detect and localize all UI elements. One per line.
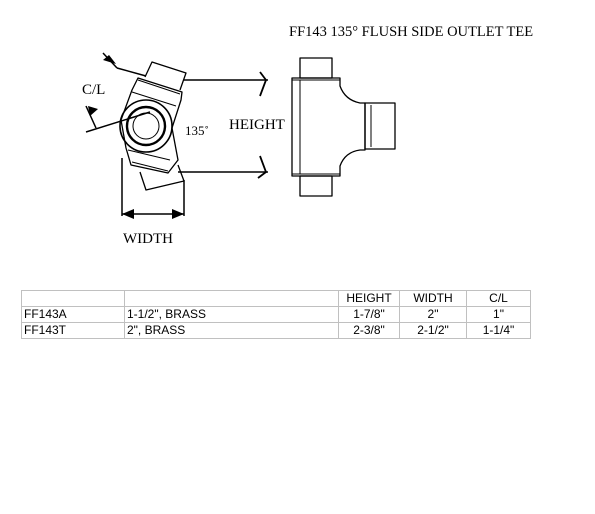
side-view <box>291 57 396 197</box>
cl-extension-lower <box>85 105 97 129</box>
outlet-bore <box>132 112 160 140</box>
side-body <box>291 77 366 177</box>
cl-arrowhead-upper <box>103 55 116 64</box>
table-cell-height: 2-3/8" <box>338 322 400 339</box>
cl-leader-line <box>85 111 151 133</box>
body-outline <box>120 77 183 174</box>
table-cell-part-number: FF143T <box>21 322 125 339</box>
table-cell-part-number: FF143A <box>21 306 125 323</box>
table-cell-height: 1-7/8" <box>338 306 400 323</box>
table-cell-description: 2", BRASS <box>124 322 339 339</box>
width-arrowheads <box>122 209 184 219</box>
centerline-dimension <box>85 52 151 133</box>
top-stub <box>144 61 187 91</box>
side-outlet <box>364 102 396 150</box>
table-header-width: WIDTH <box>399 290 467 307</box>
table-row: FF143T 2", BRASS 2-3/8" 2-1/2" 1-1/4" <box>21 322 531 339</box>
cl-arrowheads <box>88 55 116 116</box>
side-top-stub <box>299 57 333 79</box>
end-view <box>119 61 187 191</box>
table-cell-width: 2" <box>399 306 467 323</box>
width-label: WIDTH <box>123 231 173 247</box>
table-row: FF143A 1-1/2", BRASS 1-7/8" 2" 1" <box>21 306 531 323</box>
angle-label: 135˚ <box>185 123 209 138</box>
width-dimension <box>121 158 185 216</box>
table-header-cl: C/L <box>466 290 531 307</box>
cl-arrowhead-lower <box>88 106 98 116</box>
table-header-cell <box>124 290 339 307</box>
spec-table: HEIGHT WIDTH C/L FF143A 1-1/2", BRASS 1-… <box>21 290 531 339</box>
table-cell-description: 1-1/2", BRASS <box>124 306 339 323</box>
width-arrowhead-left <box>122 209 134 219</box>
table-cell-cl: 1" <box>466 306 531 323</box>
outlet-inner-ring <box>125 105 167 147</box>
body-shade <box>127 79 181 172</box>
height-label: HEIGHT <box>229 117 285 133</box>
height-tick-bottom <box>257 155 268 179</box>
cl-upper-line <box>116 67 147 77</box>
height-dimension <box>178 71 268 179</box>
table-header-row: HEIGHT WIDTH C/L <box>21 290 531 307</box>
table-cell-width: 2-1/2" <box>399 322 467 339</box>
height-tick-top <box>259 71 268 97</box>
side-bottom-stub <box>299 175 333 197</box>
bottom-stub <box>139 164 185 191</box>
table-header-height: HEIGHT <box>338 290 400 307</box>
table-cell-cl: 1-1/4" <box>466 322 531 339</box>
drawing-title: FF143 135° FLUSH SIDE OUTLET TEE <box>289 24 533 40</box>
side-body-shade <box>292 79 340 175</box>
width-arrowhead-right <box>172 209 184 219</box>
centerline-label: C/L <box>82 82 105 98</box>
table-header-cell <box>21 290 125 307</box>
outlet-outer-ring <box>119 99 173 153</box>
